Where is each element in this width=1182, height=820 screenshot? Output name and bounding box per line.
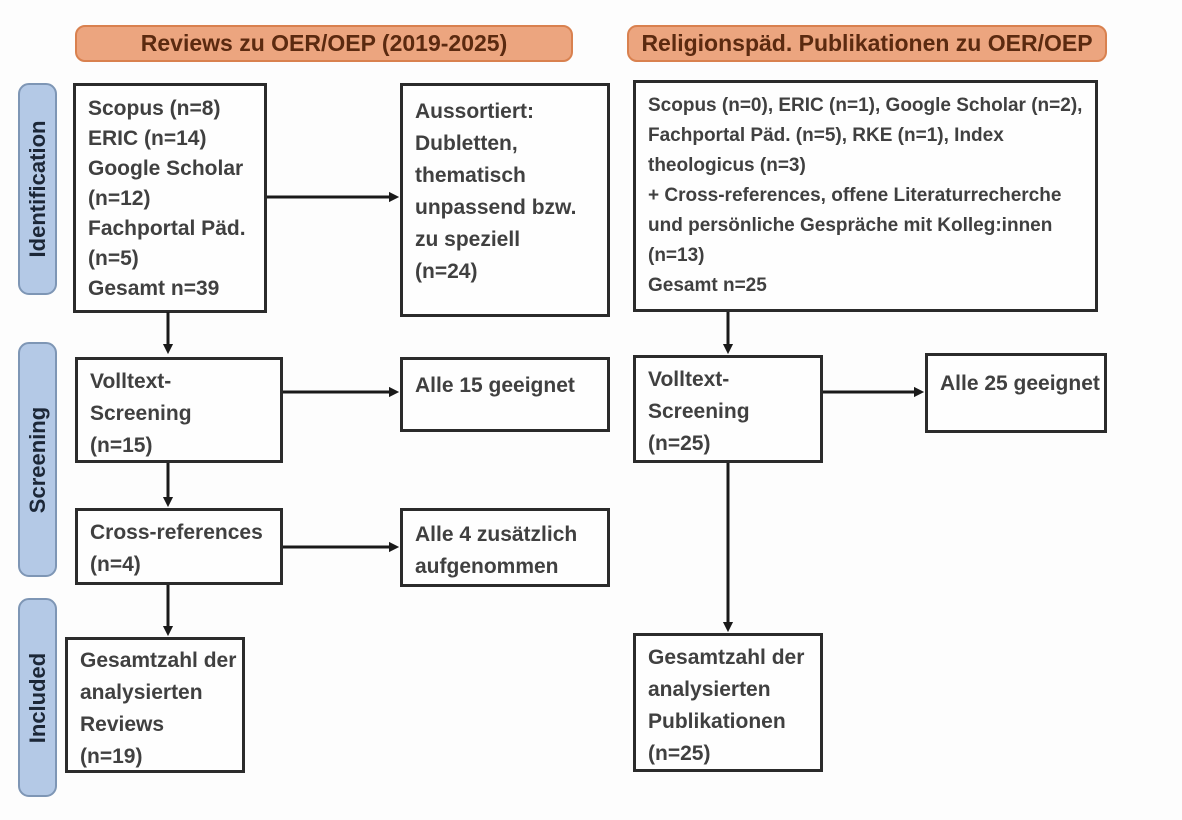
stage-label-screening-text: Screening <box>24 406 50 513</box>
column-header-reviews: Reviews zu OER/OEP (2019-2025) <box>75 25 573 62</box>
column-header-religionspaed: Religionspäd. Publikationen zu OER/OEP <box>627 25 1107 62</box>
box-right-included-line: (n=25) <box>648 742 711 765</box>
box-left-sources-line: Fachportal Päd. <box>88 217 246 240</box>
box-right-sources-line: Gesamt n=25 <box>648 275 767 296</box>
box-right-fulltext-line: Volltext- <box>648 368 730 391</box>
box-right-eligible: Alle 25 geeignet <box>925 353 1107 433</box>
box-left-included-line: Gesamtzahl der <box>80 649 237 672</box>
box-right-included-line: Gesamtzahl der <box>648 646 805 669</box>
box-left-sources-line: Scopus (n=8) <box>88 97 221 120</box>
box-right-fulltext-line: Screening <box>648 400 750 423</box>
stage-label-identification: Identification <box>18 83 57 295</box>
box-left-excluded-line: thematisch <box>415 164 526 187</box>
box-left-excluded-line: Dubletten, <box>415 132 518 155</box>
box-left-fulltext-line: Volltext- <box>90 370 172 393</box>
box-left-crossreferences-line: Cross-references <box>90 521 263 544</box>
box-right-eligible-line: Alle 25 geeignet <box>940 372 1100 395</box>
box-right-sources-line: Fachportal Päd. (n=5), RKE (n=1), Index <box>648 125 1004 146</box>
box-left-fulltext-line: (n=15) <box>90 434 153 457</box>
box-left-crossreferences-line: (n=4) <box>90 553 141 576</box>
box-right-sources-line: theologicus (n=3) <box>648 155 806 176</box>
box-left-eligible: Alle 15 geeignet <box>400 357 610 432</box>
column-header-religionspaed-label: Religionspäd. Publikationen zu OER/OEP <box>641 30 1093 56</box>
box-left-fulltext-line: Screening <box>90 402 192 425</box>
box-left-included-line: (n=19) <box>80 745 143 768</box>
box-left-included-total: Gesamtzahl der analysierten Reviews (n=1… <box>65 637 245 773</box>
box-right-included-total: Gesamtzahl der analysierten Publikatione… <box>633 633 823 772</box>
box-left-added: Alle 4 zusätzlich aufgenommen <box>400 508 610 587</box>
box-right-sources-line: (n=13) <box>648 245 705 266</box>
box-right-included-line: Publikationen <box>648 710 786 733</box>
box-left-sources: Scopus (n=8) ERIC (n=14) Google Scholar … <box>73 83 267 313</box>
stage-label-included: Included <box>18 598 57 797</box>
box-right-fulltext-screening: Volltext- Screening (n=25) <box>633 355 823 463</box>
stage-label-included-text: Included <box>24 652 50 743</box>
box-left-eligible-line: Alle 15 geeignet <box>415 374 575 397</box>
box-left-added-line: aufgenommen <box>415 555 559 578</box>
box-right-sources-line: Scopus (n=0), ERIC (n=1), Google Scholar… <box>648 95 1083 116</box>
box-right-sources-line: + Cross-references, offene Literaturrech… <box>648 185 1062 206</box>
box-left-crossreferences: Cross-references (n=4) <box>75 508 283 585</box>
box-right-included-line: analysierten <box>648 678 771 701</box>
box-left-sources-line: Google Scholar <box>88 157 244 180</box>
box-left-sources-line: (n=12) <box>88 187 151 210</box>
box-left-fulltext-screening: Volltext- Screening (n=15) <box>75 357 283 463</box>
box-left-sources-line: ERIC (n=14) <box>88 127 207 150</box>
box-right-sources-line: und persönliche Gespräche mit Kolleg:inn… <box>648 215 1053 236</box>
box-left-excluded-line: unpassend bzw. <box>415 196 577 219</box>
box-left-excluded-line: zu speziell <box>415 228 521 251</box>
box-left-included-line: analysierten <box>80 681 203 704</box>
box-left-excluded-line: Aussortiert: <box>415 100 535 123</box>
box-right-sources: Scopus (n=0), ERIC (n=1), Google Scholar… <box>633 80 1098 312</box>
box-left-included-line: Reviews <box>80 713 165 736</box>
box-left-excluded-line: (n=24) <box>415 260 478 283</box>
box-left-added-line: Alle 4 zusätzlich <box>415 523 578 546</box>
box-left-sources-line: (n=5) <box>88 247 139 270</box>
box-left-sources-line: Gesamt n=39 <box>88 277 220 300</box>
stage-label-screening: Screening <box>18 342 57 577</box>
box-right-fulltext-line: (n=25) <box>648 432 711 455</box>
column-header-reviews-label: Reviews zu OER/OEP (2019-2025) <box>140 30 508 56</box>
box-left-excluded: Aussortiert: Dubletten, thematisch unpas… <box>400 83 610 317</box>
stage-label-identification-text: Identification <box>24 120 50 258</box>
